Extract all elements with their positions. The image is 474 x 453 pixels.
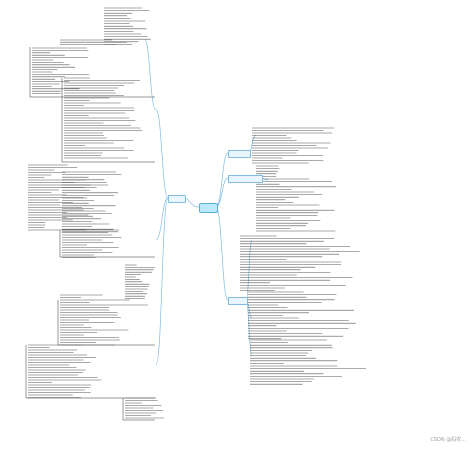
note-block-frame bbox=[25, 345, 155, 399]
connector-left-trunk bbox=[155, 109, 169, 199]
note-block-frame bbox=[61, 78, 155, 163]
connector-left-low bbox=[155, 197, 169, 366]
connector-center-r3 bbox=[215, 206, 229, 301]
branch-node-right-3[interactable] bbox=[228, 297, 248, 305]
connector-left-mid bbox=[155, 197, 169, 241]
branch-node-left[interactable] bbox=[168, 195, 186, 203]
connector-center-left bbox=[183, 197, 200, 208]
connector-center-r1 bbox=[215, 152, 229, 208]
central-topic-node[interactable] bbox=[199, 203, 218, 213]
branch-node-right-1[interactable] bbox=[228, 150, 251, 158]
note-text-lines bbox=[28, 7, 366, 419]
note-block-frame bbox=[122, 398, 155, 421]
branch-node-right-2[interactable] bbox=[228, 175, 263, 183]
watermark: CSDN @码农... bbox=[430, 437, 466, 443]
connector-top-curve bbox=[144, 39, 157, 111]
note-block-frame bbox=[29, 47, 155, 98]
note-block-frame bbox=[59, 230, 155, 258]
